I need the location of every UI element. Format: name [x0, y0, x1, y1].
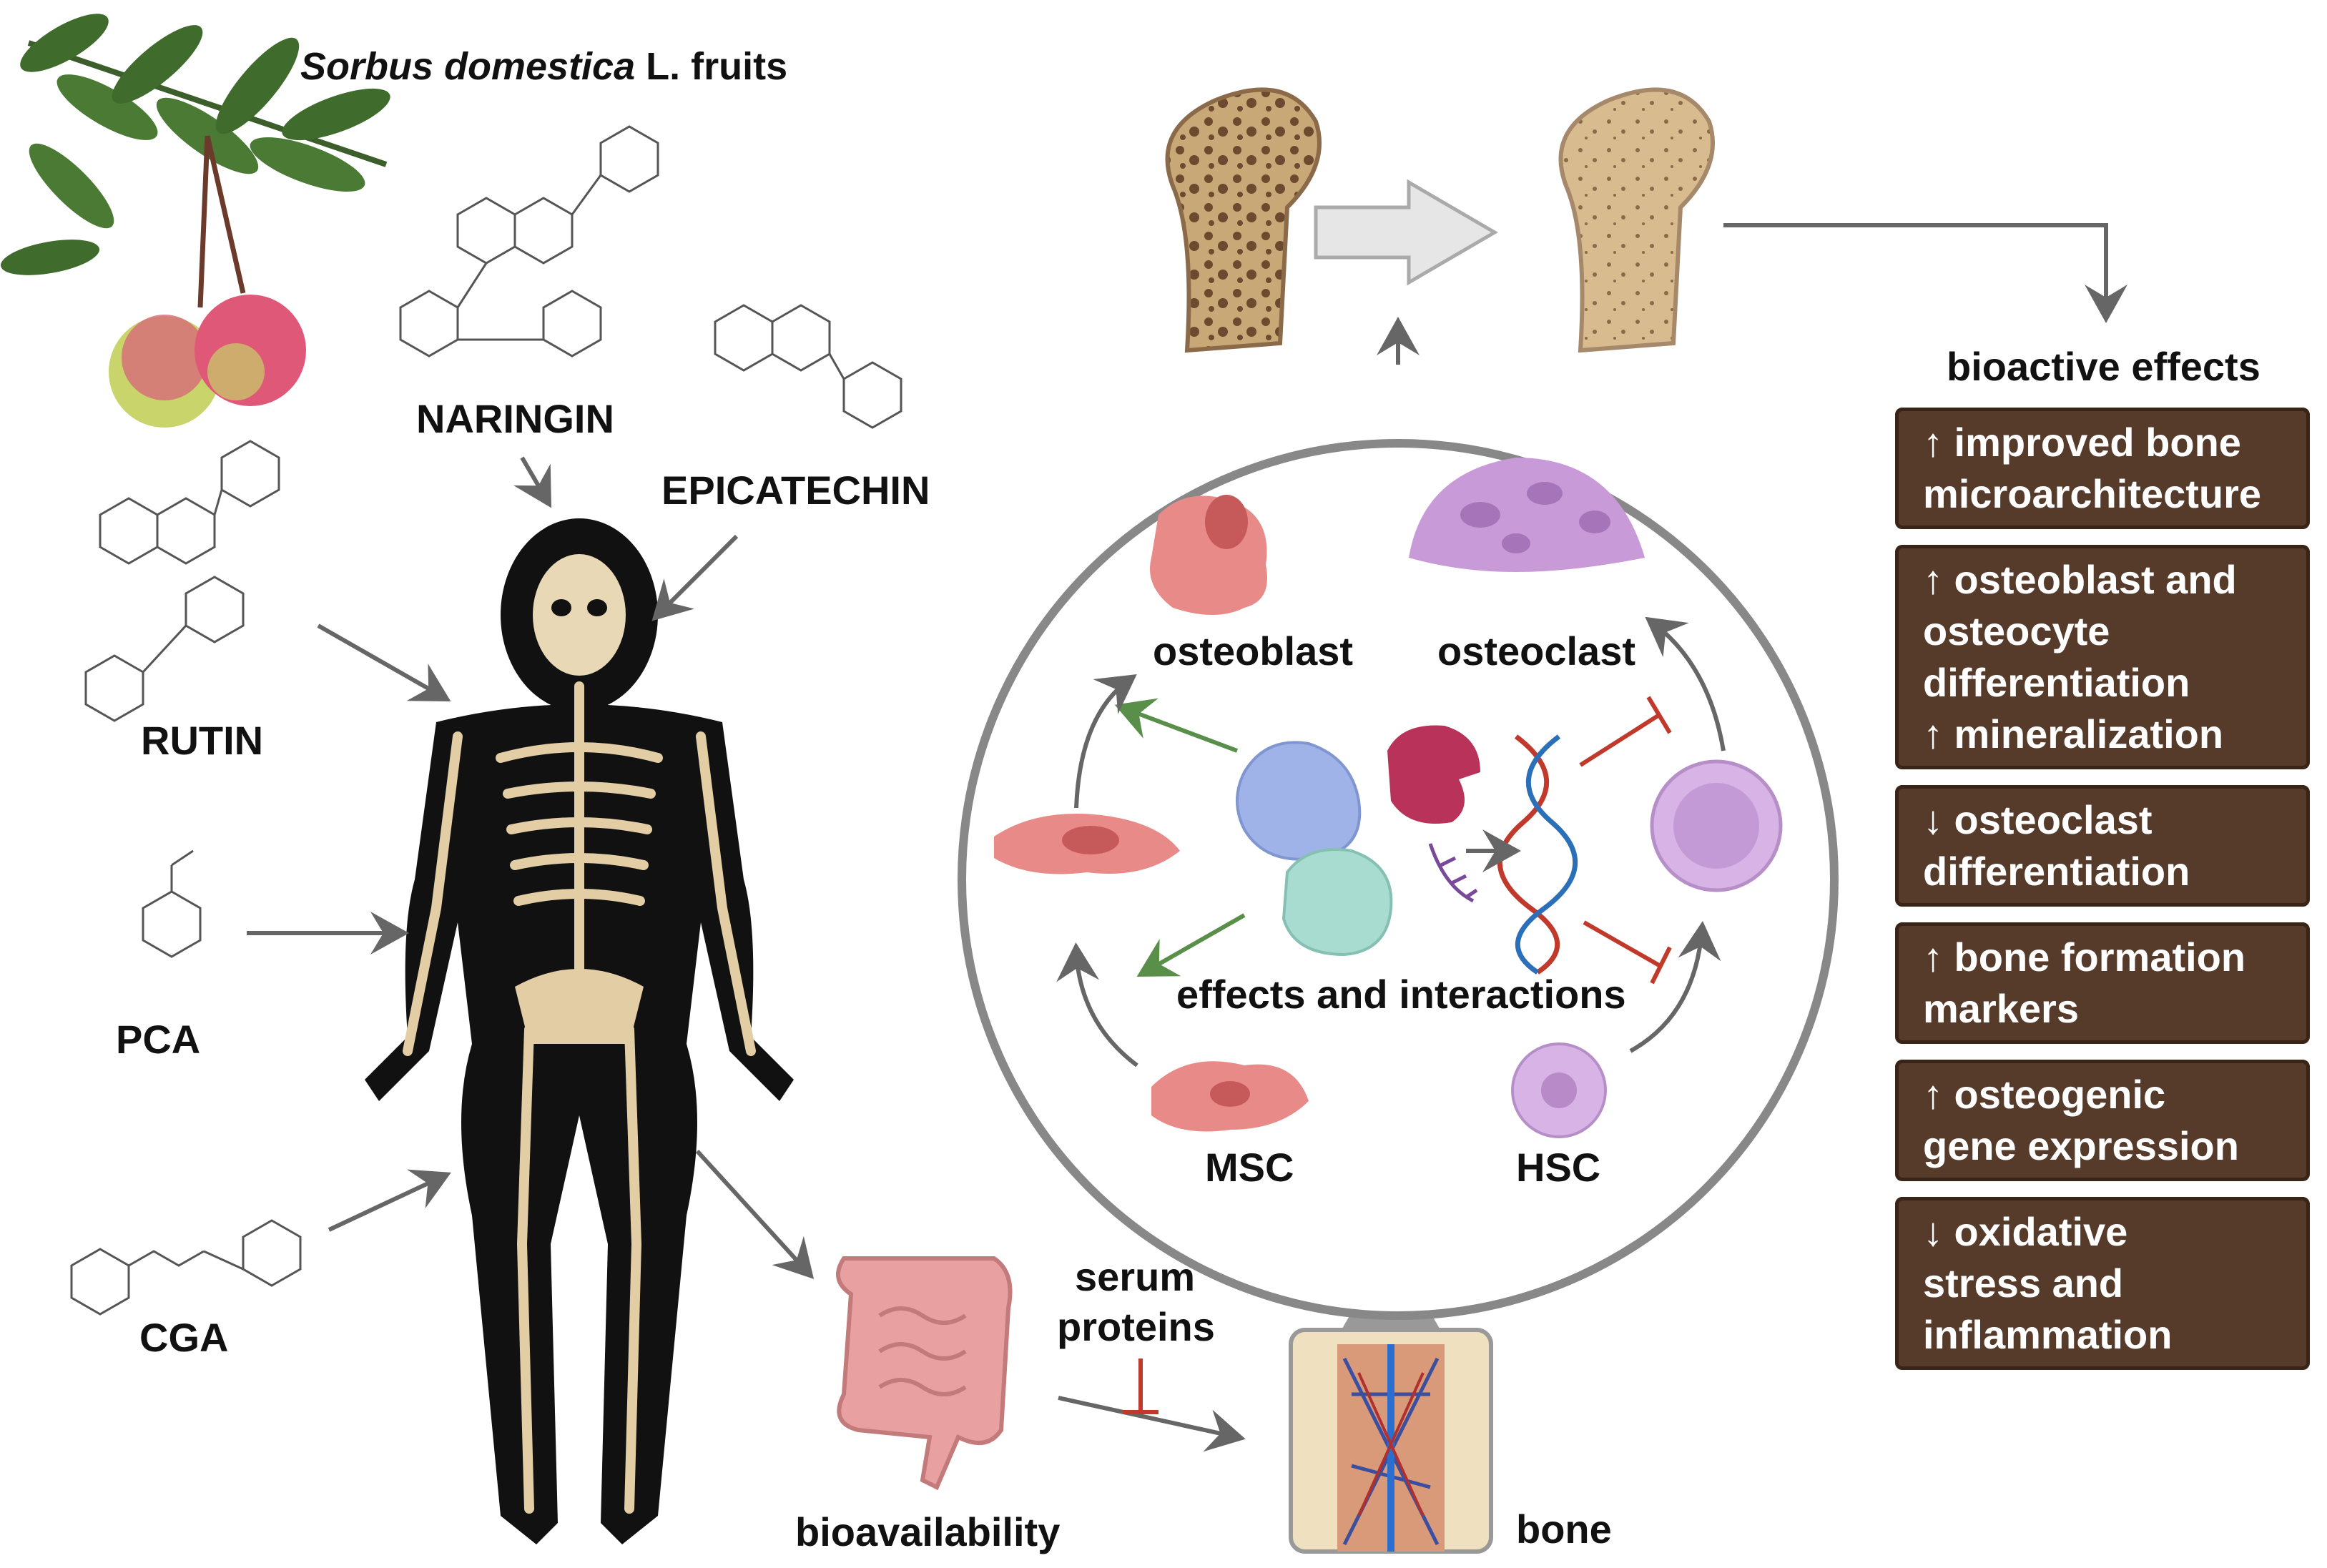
blue-protein — [1236, 741, 1362, 861]
bioactive-effects-list: ↑ improved bone microarchitecture ↑ oste… — [1895, 408, 2310, 1386]
effect-osteoclast-differentiation: ↓ osteoclast differentiation — [1895, 785, 2310, 907]
effect-line: ↑ osteogenic — [1923, 1072, 2166, 1117]
label-serum: serum — [1075, 1254, 1196, 1299]
label-hsc: HSC — [1516, 1145, 1601, 1190]
species-name: Sorbus domestica — [300, 45, 636, 88]
label-bone: bone — [1516, 1507, 1612, 1552]
effect-oxidative-stress: ↓ oxidative stress and inflammation — [1895, 1197, 2310, 1370]
bone-improvement-arrow — [1314, 179, 1498, 286]
effect-bone-formation-markers: ↑ bone formation markers — [1895, 922, 2310, 1044]
label-msc: MSC — [1205, 1145, 1294, 1190]
human-skeleton-illustration — [365, 518, 794, 1544]
effect-line: gene expression — [1923, 1123, 2239, 1168]
sorbus-fruit-illustration — [0, 14, 390, 428]
label-naringin: NARINGIN — [416, 396, 614, 441]
label-effects-interactions: effects and interactions — [1176, 972, 1626, 1017]
effect-line: inflammation — [1923, 1312, 2173, 1357]
naringin-structure — [399, 125, 659, 358]
osteoclast-cell — [1409, 458, 1645, 572]
label-osteoclast: osteoclast — [1437, 628, 1635, 674]
effect-line: differentiation — [1923, 660, 2190, 705]
effect-line: microarchitecture — [1923, 471, 2262, 516]
effect-line: osteocyte — [1923, 608, 2110, 654]
label-rutin: RUTIN — [141, 718, 264, 763]
title-suffix: L. fruits — [635, 45, 788, 88]
rna-strand — [1428, 843, 1478, 903]
effect-line: ↓ oxidative — [1923, 1209, 2128, 1254]
bioactive-effects-title: bioactive effects — [1947, 344, 2260, 389]
healthy-femur — [1558, 87, 1715, 353]
rutin-structure — [84, 440, 280, 722]
effect-line: ↓ osteoclast — [1923, 797, 2153, 842]
cga-structure — [70, 1219, 302, 1316]
effect-line: stress and — [1923, 1261, 2124, 1306]
effect-osteoblast-differentiation: ↑ osteoblast and osteocyte differentiati… — [1895, 545, 2310, 769]
teal-protein — [1281, 848, 1393, 957]
label-cga: CGA — [139, 1315, 229, 1360]
label-osteoblast: osteoblast — [1153, 628, 1354, 674]
effects-connector-arrow — [1723, 223, 2127, 323]
effect-bone-microarchitecture: ↑ improved bone microarchitecture — [1895, 408, 2310, 529]
label-epicatechin: EPICATECHIN — [661, 468, 930, 513]
effect-line: markers — [1923, 986, 2079, 1031]
bone-marrow-zoom — [958, 317, 1839, 1320]
effect-line: ↑ osteoblast and — [1923, 557, 2237, 602]
effect-osteogenic-gene-expression: ↑ osteogenic gene expression — [1895, 1060, 2310, 1181]
effect-line: ↑ improved bone — [1923, 420, 2241, 465]
epicatechin-structure — [714, 304, 902, 429]
effect-line: ↑ mineralization — [1923, 711, 2224, 756]
effect-line: differentiation — [1923, 849, 2190, 894]
label-proteins: proteins — [1057, 1304, 1215, 1349]
pca-structure — [142, 849, 202, 958]
figure-title: Sorbus domestica L. fruits — [300, 44, 787, 89]
intestine-illustration — [836, 1256, 1013, 1491]
red-protein — [1387, 725, 1480, 824]
bioavailability-arrow — [1058, 1359, 1246, 1452]
effect-line: ↑ bone formation — [1923, 935, 2246, 980]
label-bioavailability: bioavailability — [795, 1509, 1061, 1554]
compound-arrows — [247, 456, 815, 1279]
osteoporotic-femur — [1165, 87, 1322, 353]
label-pca: PCA — [116, 1017, 201, 1062]
